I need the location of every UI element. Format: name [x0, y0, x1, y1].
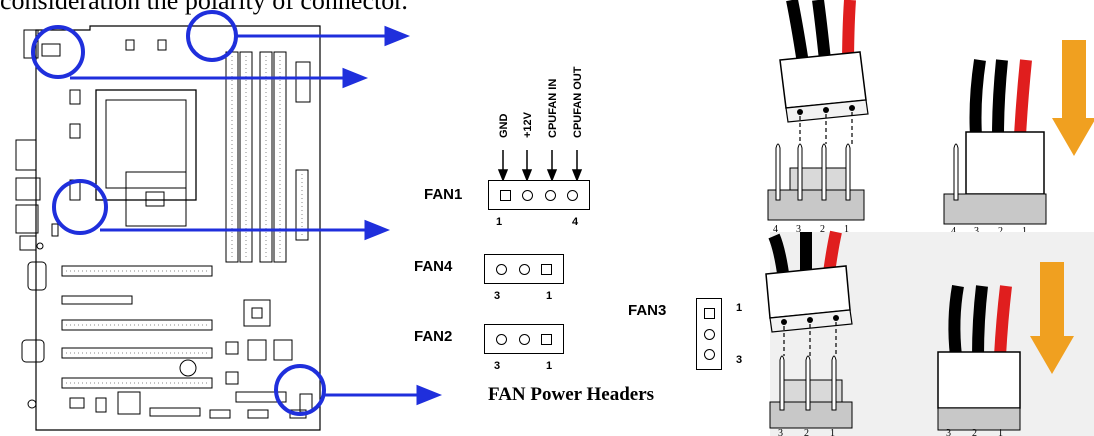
fan4-pin-1	[540, 263, 552, 275]
fan2-pin-3	[496, 333, 508, 345]
fan3-label: FAN3	[628, 302, 667, 319]
fan3-pin-2	[703, 328, 715, 340]
fan1-header	[488, 180, 590, 210]
connector-br-num-3: 3	[946, 428, 951, 436]
connector-tr-num-3: 3	[974, 226, 979, 237]
connector-tr-num-2: 2	[998, 226, 1003, 237]
highlight-circle-top	[186, 10, 238, 62]
connector-bl-num-3: 3	[778, 428, 783, 436]
connector-bl-num-1: 1	[830, 428, 835, 436]
fan1-num-start: 1	[496, 216, 503, 228]
fan1-pin-label-12v: +12V	[522, 112, 534, 138]
fan1-label: FAN1	[424, 186, 463, 203]
connector-illustration-bottom-right: 3 2 1	[937, 262, 1074, 436]
connector-bl-num-2: 2	[804, 428, 809, 436]
fan1-pin-label-cpufan-in: CPUFAN IN	[547, 78, 559, 138]
fan1-num-end: 4	[572, 216, 579, 228]
connector-br-num-1: 1	[998, 428, 1003, 436]
fan3-header	[696, 298, 722, 370]
connector-tl-num-1: 1	[844, 224, 849, 235]
fan1-pin-arrows	[497, 150, 583, 183]
intro-text: consideration the polarity of connector.	[0, 0, 408, 15]
fan1-pin-label-cpufan-out: CPUFAN OUT	[572, 66, 584, 139]
fan4-label: FAN4	[414, 258, 453, 275]
fan3-pin-1	[703, 308, 715, 320]
fan1-pin-label-gnd: GND	[498, 113, 510, 138]
fan2-label: FAN2	[414, 328, 453, 345]
highlight-circle-bottom	[274, 364, 326, 416]
fan3-num-bottom: 3	[736, 354, 743, 366]
connector-tl-num-3: 3	[796, 224, 801, 235]
pointer-arrows	[70, 25, 443, 406]
fan4-pin-3	[496, 263, 508, 275]
fan1-pin-4	[566, 189, 578, 201]
fan4-pin-2	[518, 263, 530, 275]
fan2-pin-2	[518, 333, 530, 345]
fan1-pin-1	[500, 189, 512, 201]
fan2-num-left: 3	[494, 360, 501, 372]
fan4-num-left: 3	[494, 290, 501, 302]
highlight-circles	[31, 10, 326, 416]
fan2-pin-1	[540, 333, 552, 345]
fan4-header	[484, 254, 564, 284]
highlight-circle-cpu-fan	[31, 25, 85, 79]
connector-tl-num-2: 2	[820, 224, 825, 235]
connector-tr-num-4: 4	[951, 226, 956, 237]
connector-illustration-top-left: 4 3 2 1	[767, 0, 869, 235]
connector-tr-num-1: 1	[1022, 226, 1027, 237]
fan1-pin-3	[544, 189, 556, 201]
highlight-circle-mid	[52, 179, 108, 235]
fan2-num-right: 1	[546, 360, 553, 372]
fan4-num-right: 1	[546, 290, 553, 302]
connector-tl-num-4: 4	[773, 224, 778, 235]
connector-br-num-2: 2	[972, 428, 977, 436]
fan2-header	[484, 324, 564, 354]
dimm-texture	[66, 56, 303, 384]
caption: FAN Power Headers	[488, 384, 655, 405]
connector-illustration-top-right: 4 3 2 1	[943, 40, 1094, 237]
fan3-num-top: 1	[736, 302, 743, 314]
motherboard	[15, 25, 321, 431]
fan1-pin-2	[522, 189, 534, 201]
fan3-pin-3	[703, 348, 715, 360]
